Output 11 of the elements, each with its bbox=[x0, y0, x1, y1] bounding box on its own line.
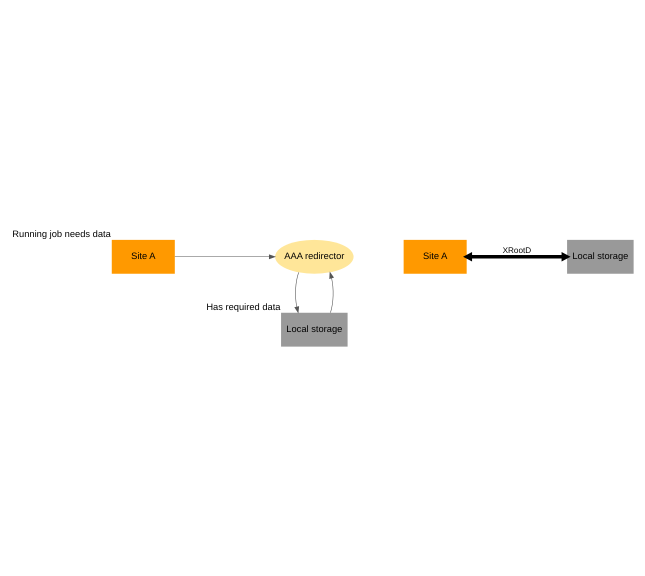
arrow bbox=[329, 272, 334, 313]
node-label: Running job needs data bbox=[12, 228, 111, 239]
arrow bbox=[463, 252, 571, 262]
node-box: Local storage bbox=[567, 240, 634, 274]
node-label: Has required data bbox=[206, 302, 280, 312]
node-box: Site A bbox=[404, 240, 467, 274]
node-ellipse: AAA redirector bbox=[275, 240, 354, 274]
arrow bbox=[294, 272, 300, 314]
node-box: Site A bbox=[112, 240, 175, 274]
arrow bbox=[174, 254, 276, 260]
node-box: Local storage bbox=[281, 312, 348, 347]
